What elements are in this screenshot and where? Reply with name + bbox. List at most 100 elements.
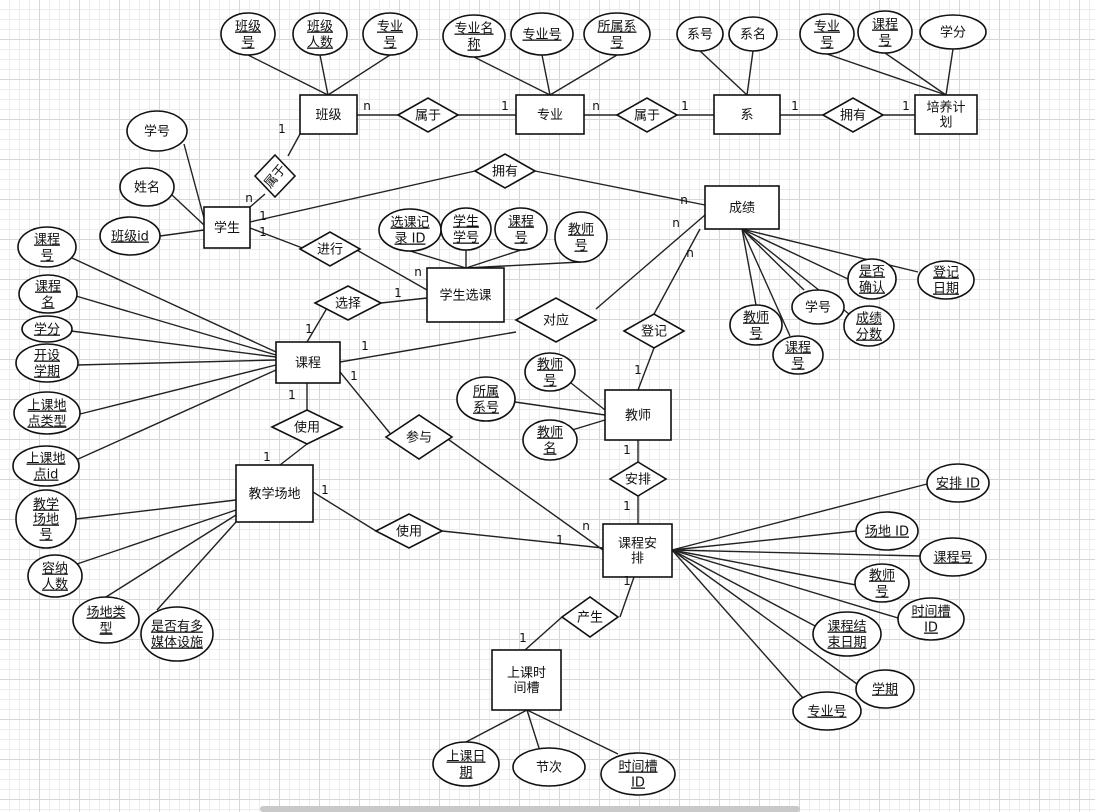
attribute-a_term[interactable]: 学期 bbox=[855, 669, 915, 709]
relationship-teacher_grade[interactable]: 登记 bbox=[622, 313, 686, 349]
attribute-t_no[interactable]: 教师号 bbox=[524, 352, 576, 392]
relationship-dept_plan[interactable]: 拥有 bbox=[821, 97, 885, 133]
relationship-major_dept[interactable]: 属于 bbox=[615, 97, 679, 133]
attribute-gr_teacher[interactable]: 教师号 bbox=[729, 304, 783, 346]
relationship-student_class[interactable]: 属于 bbox=[253, 153, 297, 199]
attribute-a_major[interactable]: 专业号 bbox=[792, 691, 862, 731]
attribute-crs_credit[interactable]: 学分 bbox=[21, 315, 73, 343]
connector-line bbox=[514, 401, 606, 416]
relationship-course_select[interactable]: 选择 bbox=[313, 285, 383, 321]
connector-line bbox=[637, 347, 655, 391]
shape-label: 专业 bbox=[814, 20, 840, 35]
attribute-stu_class[interactable]: 班级id bbox=[99, 216, 161, 256]
relationship-class_major[interactable]: 属于 bbox=[396, 97, 460, 133]
shape-label: 安排 ID bbox=[936, 477, 980, 492]
attribute-class_major_no[interactable]: 专业号 bbox=[362, 12, 418, 56]
entity-major[interactable]: 专业 bbox=[515, 94, 585, 135]
shape-label: 学号 bbox=[453, 230, 479, 246]
attribute-a_course[interactable]: 课程号 bbox=[919, 537, 987, 577]
relationship-course_grade[interactable]: 对应 bbox=[514, 297, 598, 343]
relationship-teacher_arr[interactable]: 安排 bbox=[608, 461, 668, 497]
connector-line bbox=[571, 419, 606, 431]
entity-selection[interactable]: 学生选课 bbox=[426, 267, 505, 323]
attribute-sel_teacher[interactable]: 教师号 bbox=[554, 211, 608, 263]
relationship-course_arr[interactable]: 参与 bbox=[384, 414, 454, 460]
attribute-t_name[interactable]: 教师名 bbox=[522, 419, 578, 461]
relationship-diamond bbox=[622, 313, 686, 349]
attribute-plan_credit[interactable]: 学分 bbox=[919, 14, 987, 50]
attribute-sel_course[interactable]: 课程号 bbox=[494, 207, 548, 251]
shape-label: ID bbox=[631, 776, 645, 791]
relationship-student_grade[interactable]: 拥有 bbox=[473, 153, 537, 189]
relationship-venue_arr[interactable]: 使用 bbox=[374, 513, 444, 549]
attribute-gr_stu[interactable]: 学号 bbox=[791, 289, 845, 325]
entity-dept[interactable]: 系 bbox=[713, 94, 781, 135]
shape-label: 束日期 bbox=[827, 636, 866, 651]
entity-student[interactable]: 学生 bbox=[203, 206, 251, 249]
connector-line bbox=[884, 52, 947, 96]
connector-line bbox=[741, 228, 849, 280]
attribute-plan_course[interactable]: 课程号 bbox=[857, 10, 913, 54]
relationship-course_venue[interactable]: 使用 bbox=[270, 409, 344, 445]
connector-line bbox=[746, 50, 754, 96]
attribute-a_id[interactable]: 安排 ID bbox=[926, 463, 990, 503]
entity-course[interactable]: 课程 bbox=[275, 341, 341, 384]
attribute-dept_no[interactable]: 系号 bbox=[676, 16, 724, 52]
attribute-stu_name[interactable]: 姓名 bbox=[119, 167, 175, 207]
attribute-dept_name[interactable]: 系名 bbox=[728, 16, 778, 52]
connector-line bbox=[339, 371, 394, 438]
connector-line bbox=[79, 364, 277, 415]
shape-label: 拥有 bbox=[492, 165, 518, 180]
shape-label: 课程 bbox=[35, 280, 61, 295]
horizontal-scrollbar[interactable] bbox=[260, 806, 800, 812]
relationship-student_select[interactable]: 进行 bbox=[298, 231, 362, 267]
entity-grade[interactable]: 成绩 bbox=[704, 185, 780, 230]
attribute-a_venue[interactable]: 场地 ID bbox=[855, 511, 919, 551]
attribute-crs_name[interactable]: 课程名 bbox=[18, 274, 78, 314]
attribute-crs_no[interactable]: 课程号 bbox=[17, 226, 77, 268]
entity-teacher[interactable]: 教师 bbox=[604, 389, 672, 441]
attribute-major_no[interactable]: 专业号 bbox=[510, 12, 574, 56]
attribute-ts_period[interactable]: 节次 bbox=[512, 747, 586, 787]
attribute-gr_course[interactable]: 课程号 bbox=[772, 335, 824, 375]
relationship-arr_time[interactable]: 产生 bbox=[560, 596, 620, 638]
shape-label: 学分 bbox=[940, 25, 966, 41]
shape-label: 日期 bbox=[933, 282, 959, 297]
shape-label: 安排 bbox=[625, 473, 651, 488]
shape-label: 是否有多 bbox=[151, 619, 203, 635]
attribute-stu_no[interactable]: 学号 bbox=[126, 110, 188, 152]
entity-box bbox=[203, 206, 251, 249]
attribute-a_teacher[interactable]: 教师号 bbox=[854, 563, 910, 603]
entity-box bbox=[515, 94, 585, 135]
shape-label: 课程 bbox=[34, 233, 60, 248]
attribute-class_no[interactable]: 班级号 bbox=[220, 12, 276, 56]
entity-class[interactable]: 班级 bbox=[299, 94, 358, 135]
shape-label: 课程结 bbox=[827, 620, 866, 635]
attribute-plan_major[interactable]: 专业号 bbox=[799, 13, 855, 55]
entity-venue[interactable]: 教学场地 bbox=[235, 464, 314, 523]
attribute-ellipse bbox=[21, 315, 73, 343]
